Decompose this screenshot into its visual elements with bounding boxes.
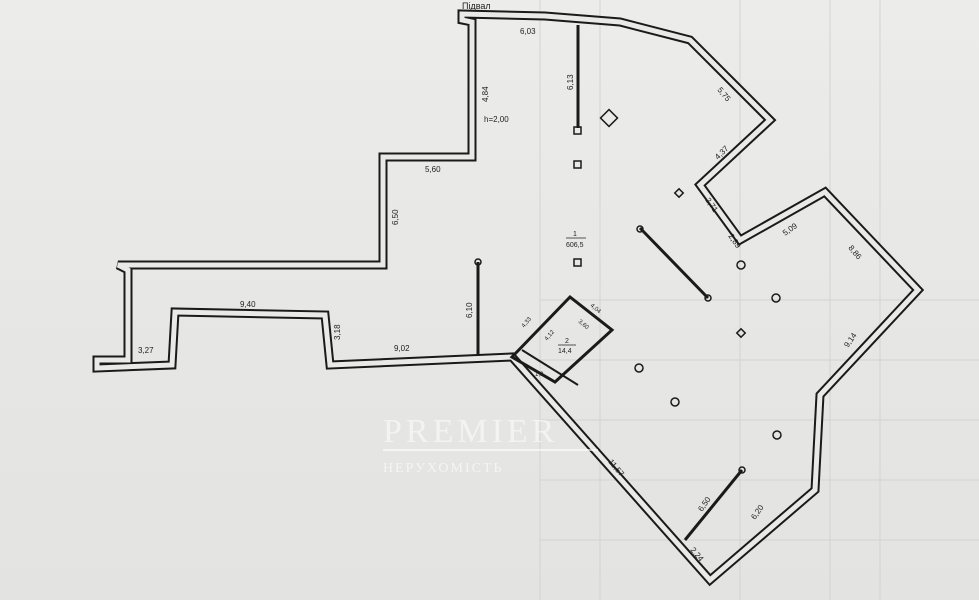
watermark-brand: PREMIER: [383, 413, 558, 450]
outer-walls: [92, 9, 925, 587]
columns: [474, 108, 782, 474]
dim-top-wall: 6,03: [520, 27, 536, 36]
dim-east-wall-1: 5,09: [781, 221, 799, 238]
dim-south-east-wall: 6,20: [749, 503, 766, 521]
room-3-area: 1,9: [535, 372, 544, 378]
dim-ne-wall-1: 5,75: [715, 86, 732, 104]
dim-east-wall-2: 8,86: [846, 244, 863, 262]
room-2-label: 2 14,4: [558, 338, 576, 355]
room-1-area: 606,5: [566, 242, 584, 249]
room-1-number: 1: [573, 231, 577, 238]
watermark-subtitle: НЕРУХОМІСТЬ: [383, 461, 504, 476]
dim-partition-top: 6,13: [566, 74, 575, 90]
dim-left-block-end: 3,27: [138, 346, 154, 355]
background-table-ghost: [539, 0, 979, 600]
dim-step-horizontal: 5,60: [425, 165, 441, 174]
dim-left-block-right: 3,18: [333, 324, 342, 340]
dim-room2-d: 3,60: [577, 319, 590, 332]
basement-label: Підвал: [462, 1, 491, 11]
dim-step-vertical: 6,50: [391, 209, 400, 225]
height-note: h=2,00: [484, 115, 509, 124]
dim-east-wall-3: 9,14: [842, 331, 859, 349]
dim-left-upper-wall: 4,84: [481, 86, 490, 102]
dim-left-block-top: 9,40: [240, 300, 256, 309]
dim-room2-b: 4,12: [544, 329, 557, 342]
room-1-label: 1 606,5: [566, 231, 586, 249]
dim-partition-bottom: 6,10: [465, 302, 474, 318]
dim-bottom-corridor: 9,02: [394, 344, 410, 353]
room-2-area: 14,4: [558, 348, 572, 355]
interior-walls: [476, 25, 744, 541]
dim-room2-a: 4,33: [521, 316, 534, 329]
room-2-number: 2: [565, 338, 569, 345]
